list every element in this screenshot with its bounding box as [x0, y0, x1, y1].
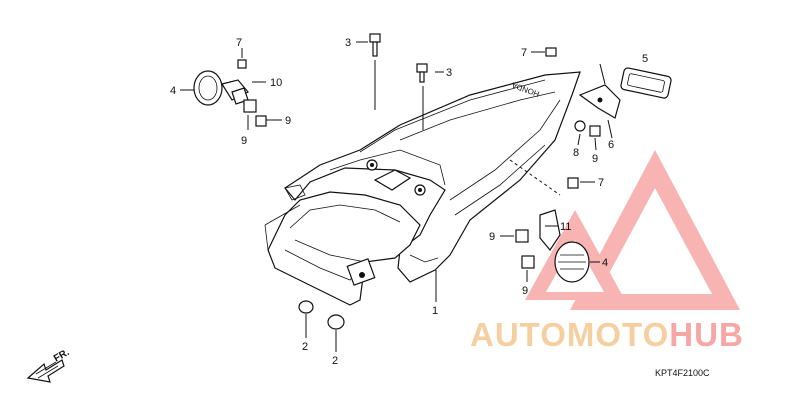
- watermark-text: AUTOMOTOHUB: [470, 316, 744, 353]
- leader-lines: [180, 41, 613, 352]
- callout-9c: 9: [592, 153, 598, 165]
- reflector-bracket: [578, 67, 672, 119]
- callout-2a: 2: [302, 341, 308, 353]
- part-code: KPT4F2100C: [655, 368, 710, 378]
- callout-9b: 9: [241, 135, 247, 147]
- right-reflector: [539, 209, 590, 283]
- front-direction-arrow: [26, 359, 65, 383]
- callout-7b: 7: [521, 47, 527, 59]
- callout-7c: 7: [598, 177, 604, 189]
- callout-9d: 9: [489, 231, 495, 243]
- rear-fender-assembly: [264, 71, 581, 306]
- callout-4a: 4: [170, 85, 176, 97]
- callout-8: 8: [573, 147, 579, 159]
- callout-7a: 7: [236, 37, 242, 49]
- hardware-parts: [231, 33, 601, 330]
- callout-9a: 9: [285, 115, 291, 127]
- callout-6: 6: [608, 139, 614, 151]
- callout-4b: 4: [602, 257, 608, 269]
- callout-2b: 2: [332, 355, 338, 367]
- callout-3a: 3: [345, 37, 351, 49]
- callout-1: 1: [432, 305, 438, 317]
- callout-5: 5: [642, 53, 648, 65]
- callout-10: 10: [270, 77, 282, 89]
- callout-3b: 3: [446, 67, 452, 79]
- watermark-text-automoto: AUTOMOTO: [470, 316, 669, 353]
- callout-11: 11: [560, 221, 571, 233]
- front-label: FR.: [52, 347, 72, 365]
- watermark-text-hub: HUB: [669, 316, 744, 353]
- callout-labels: 1 2 2 3 3 4 4 5 6 7 7 7 8 9 9 9 9 9 10 1…: [170, 37, 648, 367]
- callout-9e: 9: [522, 285, 528, 297]
